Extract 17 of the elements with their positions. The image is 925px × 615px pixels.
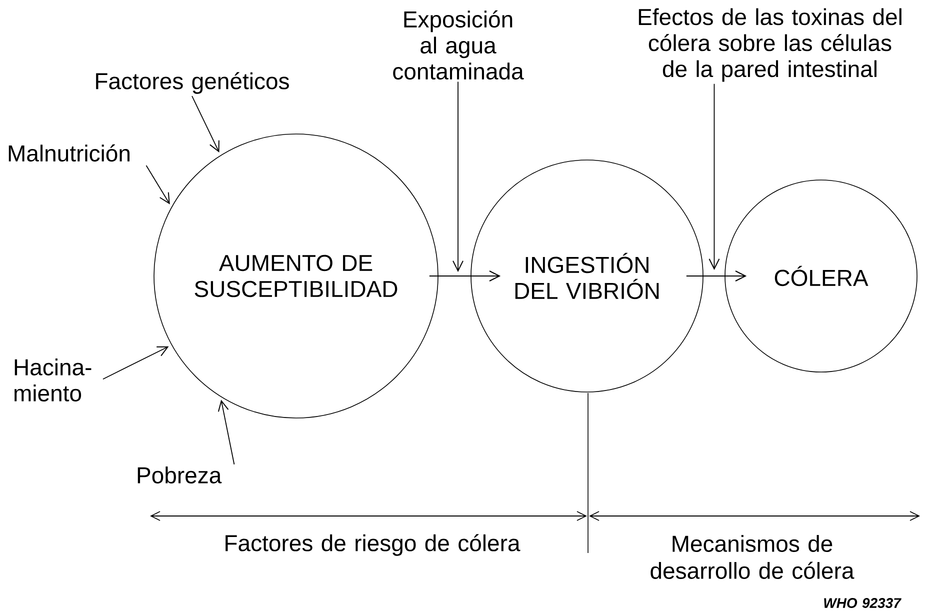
factor-label: Exposición al agua contaminada	[393, 10, 524, 80]
arrow	[708, 83, 720, 270]
arrow	[102, 346, 169, 380]
factor-label: Efectos de las toxinas del cólera sobre las células de la pared intestinal	[638, 8, 902, 82]
arrow	[686, 270, 747, 282]
factor-label: Malnutrición	[8, 144, 130, 162]
section-label: Mecanismos de desarrollo de cólera	[650, 535, 854, 579]
arrow	[452, 81, 464, 272]
arrow	[218, 400, 235, 465]
arrow	[428, 270, 501, 282]
factor-label: Factores genéticos	[96, 72, 289, 94]
figure-code: WHO 92337	[824, 598, 902, 608]
arrow	[192, 96, 220, 153]
factor-label: Hacina- miento	[14, 358, 92, 402]
section-label: Factores de riesgo de cólera	[226, 534, 520, 556]
factor-label: Pobreza	[138, 466, 222, 484]
arrow	[146, 165, 170, 204]
